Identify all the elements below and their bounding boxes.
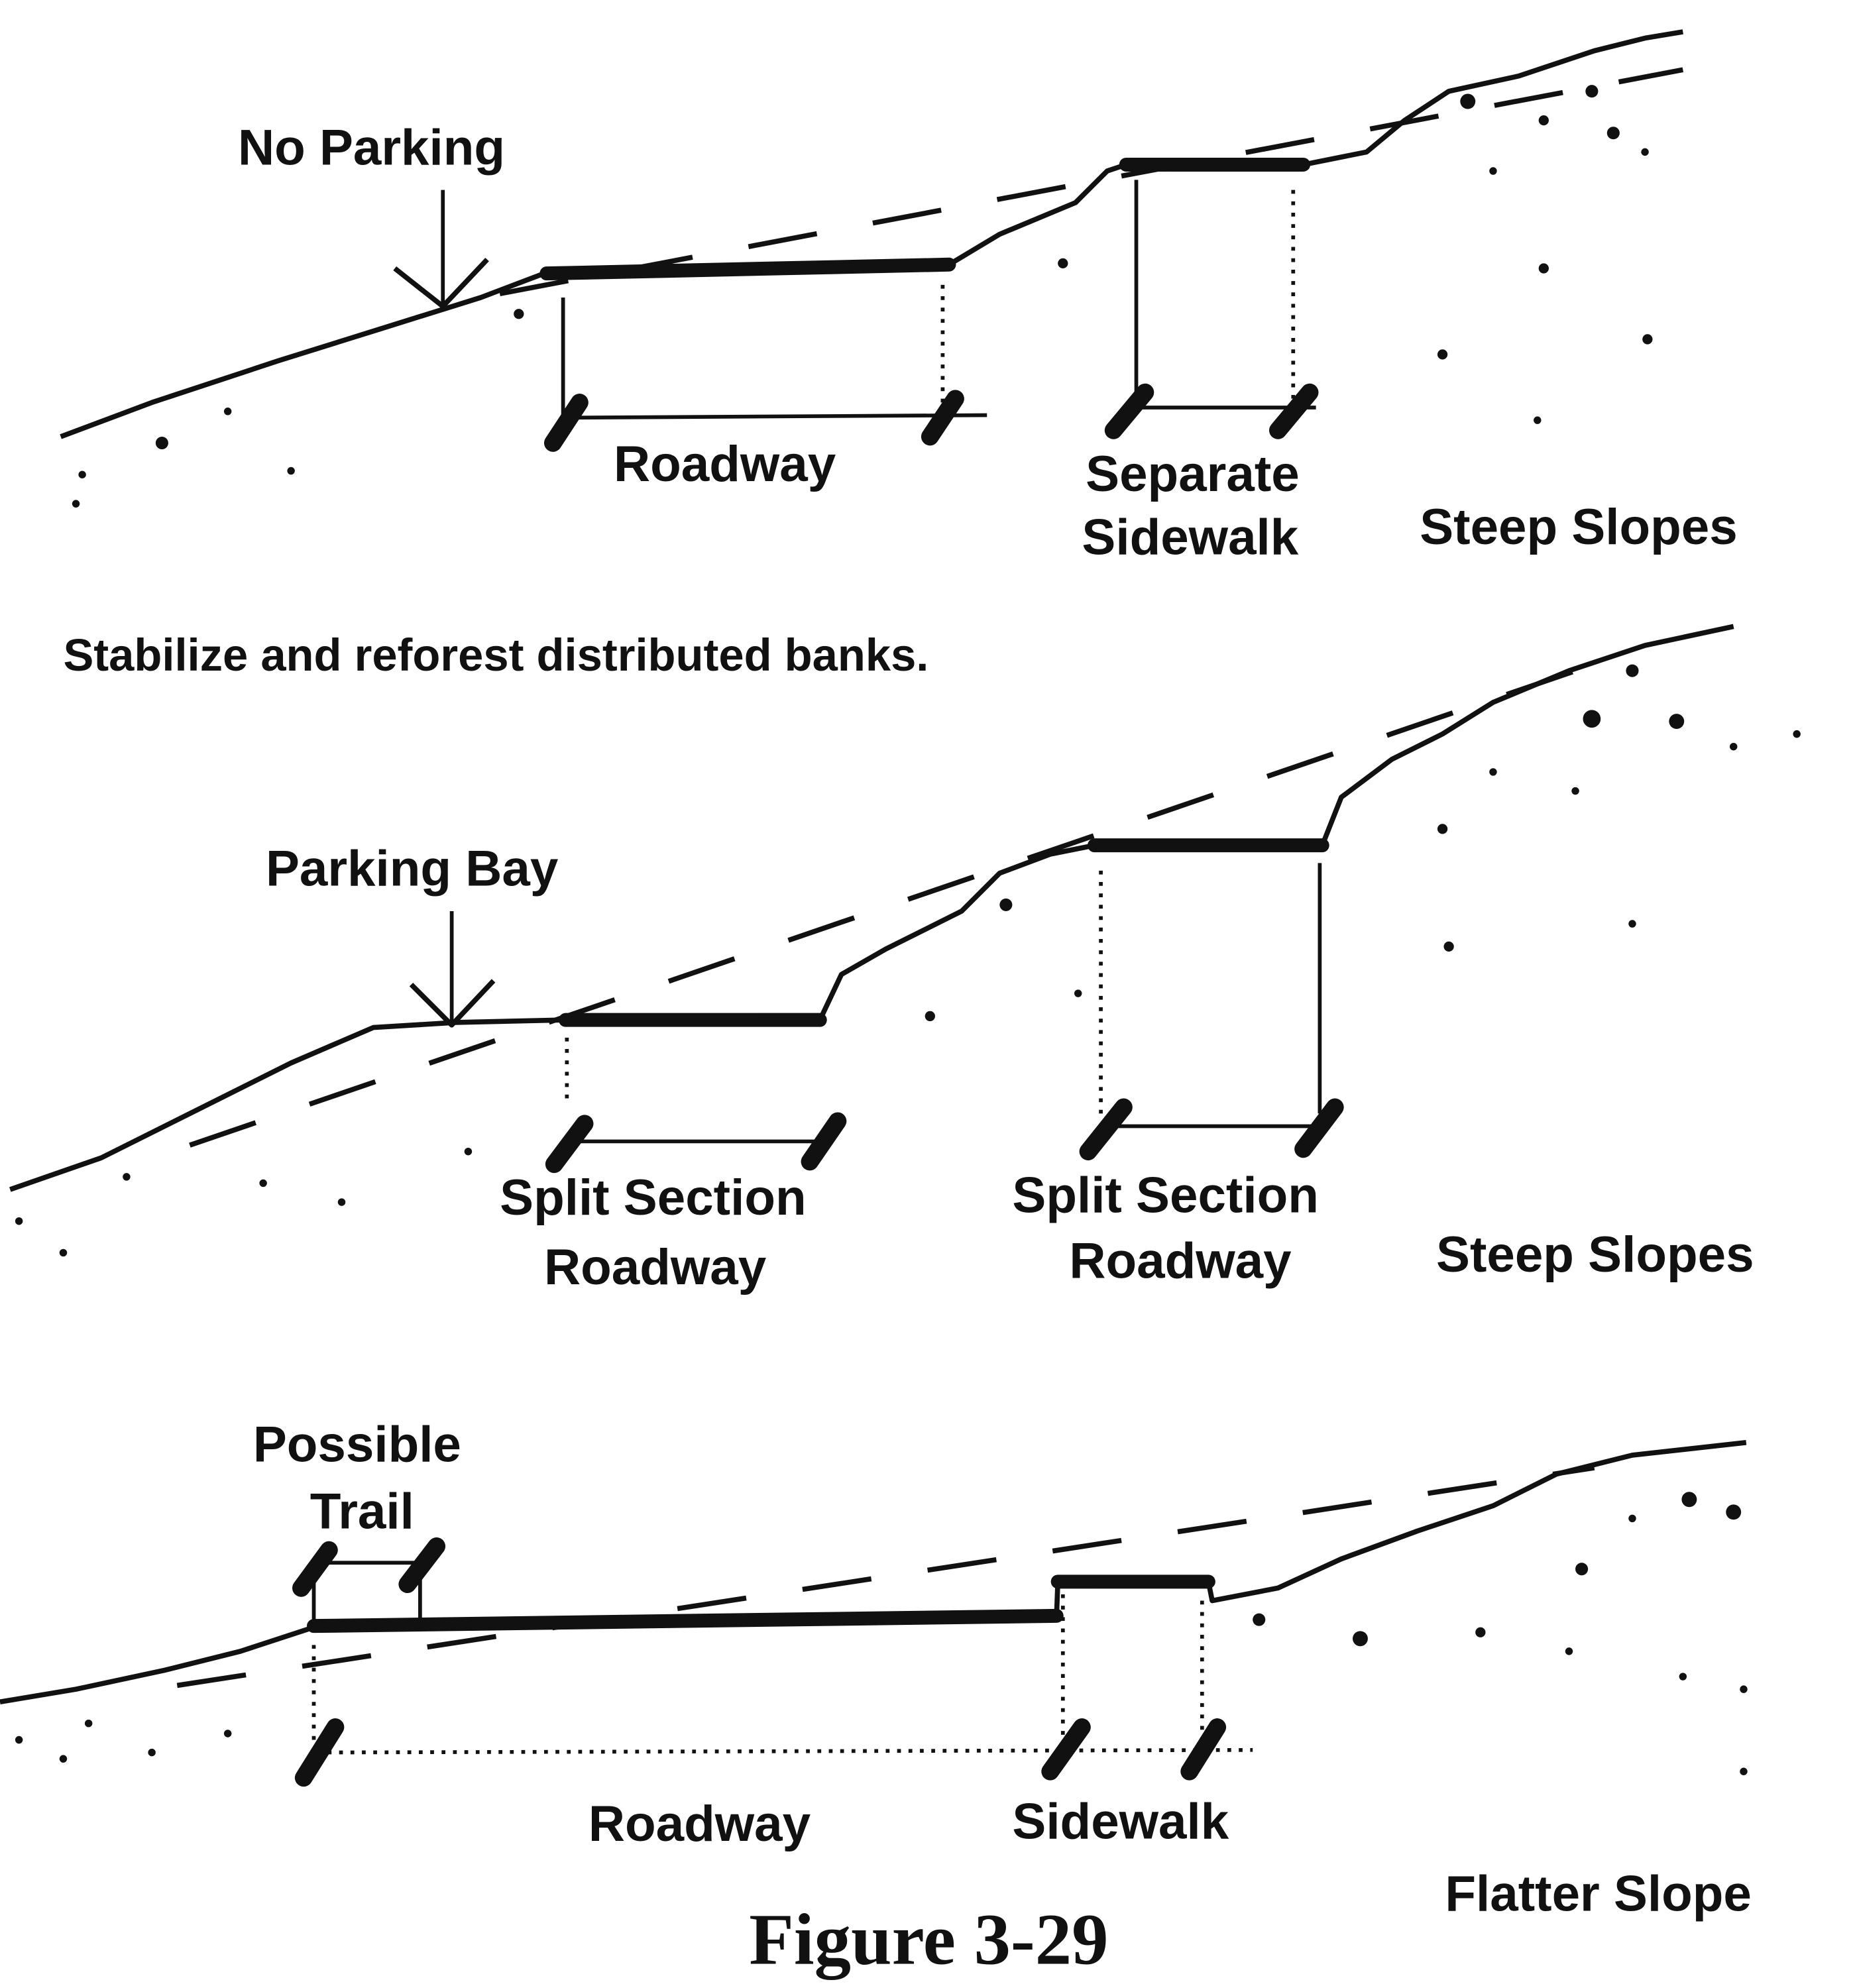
no-parking-label: No Parking [238, 119, 505, 176]
ground-line [817, 842, 1096, 1021]
dimension-tick [398, 1537, 446, 1594]
dimension-tick [1269, 383, 1319, 439]
down-arrow-icon [393, 190, 489, 309]
steep-slopes-label: Steep Slopes [1436, 1227, 1754, 1283]
separate-sidewalk-label: Separate [1086, 446, 1300, 502]
possible-trail-label: Possible [253, 1416, 461, 1472]
dimension-tick [1294, 1098, 1344, 1158]
soil-dots [72, 85, 1653, 508]
ground-line [1320, 624, 1734, 847]
stabilize-note: Stabilize and reforest distributed banks… [63, 630, 928, 681]
ground-line [1302, 29, 1683, 168]
split-section-label-right: Roadway [1069, 1233, 1292, 1290]
split-section-label-left: Split Section [500, 1170, 806, 1226]
split-section-label-left: Roadway [544, 1239, 767, 1296]
figure-caption: Figure 3-29 [749, 1898, 1108, 1979]
dimension-tick [1104, 383, 1154, 439]
dimension-tick [1180, 1718, 1227, 1781]
ground-line [60, 271, 545, 439]
original-slope-line [176, 1465, 1595, 1688]
roadway-surface [539, 257, 956, 281]
original-slope-line [189, 662, 1595, 1148]
panel-steep-split-section: Parking Bay Split Section Roadway Split … [9, 624, 1801, 1296]
parking-bay-label: Parking Bay [266, 841, 559, 897]
sidewalk-label: Sidewalk [1012, 1793, 1229, 1850]
steep-slopes-label: Steep Slopes [1420, 499, 1738, 555]
roadway-label: Roadway [589, 1796, 811, 1852]
possible-trail-label: Trail [310, 1484, 414, 1540]
panel-flatter-slope: Possible Trail Roadway Sidewalk Flatter … [0, 1416, 1752, 1922]
separate-sidewalk-label: Sidewalk [1082, 510, 1298, 566]
split-section-label-right: Split Section [1012, 1167, 1318, 1223]
dimension-tick [545, 1115, 594, 1174]
panel-steep-separate-sidewalk: No Parking Roadway Separate Sidewalk Ste… [60, 29, 1738, 681]
flatter-slope-label: Flatter Slope [1445, 1865, 1751, 1922]
dimension-tick [1041, 1718, 1091, 1781]
roadway-surface [306, 1608, 1064, 1633]
soil-dots [15, 664, 1801, 1257]
dimension-tick [543, 394, 589, 452]
dimension-line [563, 413, 987, 420]
dimension-tick [921, 390, 964, 446]
ground-line [947, 162, 1127, 267]
down-arrow-icon [409, 911, 496, 1028]
roadway-label: Roadway [614, 436, 836, 492]
dimension-tick [294, 1718, 345, 1787]
dimension-line [316, 1747, 1253, 1755]
dimension-tick [292, 1541, 338, 1597]
ground-line [0, 1624, 315, 1705]
dimension-tick [1079, 1098, 1133, 1161]
soil-dots [15, 1492, 1748, 1775]
original-slope-line [499, 67, 1684, 296]
dimension-tick [801, 1112, 847, 1171]
ground-line [1206, 1440, 1747, 1604]
